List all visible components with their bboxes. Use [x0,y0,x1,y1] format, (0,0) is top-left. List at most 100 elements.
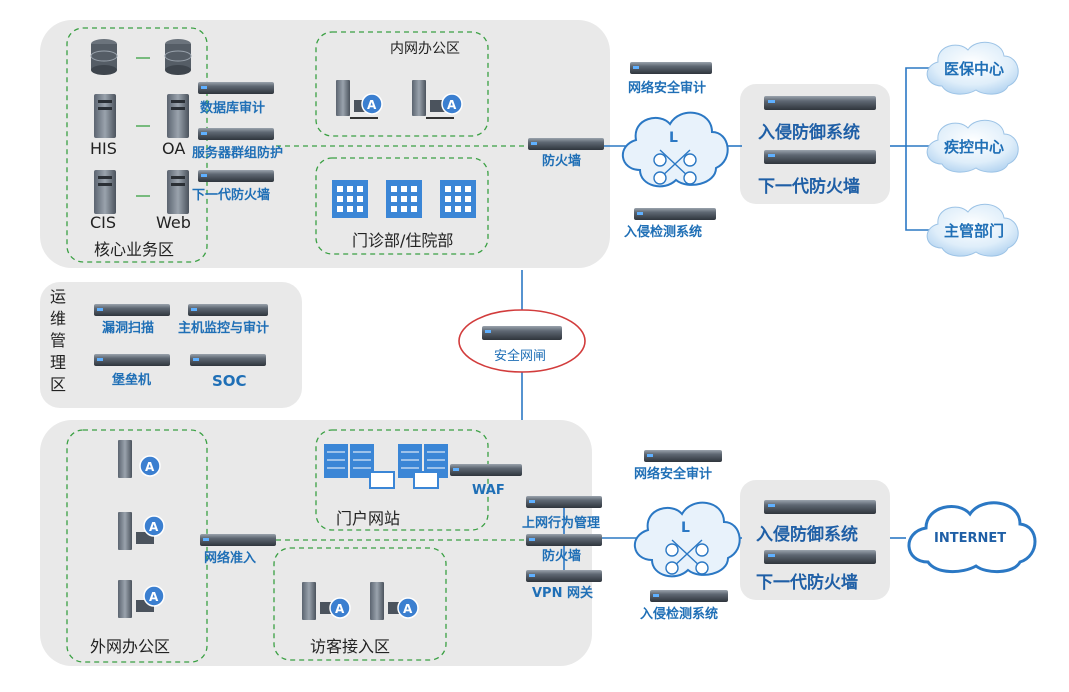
appliance-icon [528,138,604,150]
svg-text:A: A [335,602,345,616]
device-fw-internal-label: 防火墙 [542,153,581,169]
cloud-label-medical-insurance: 医保中心 [944,60,1004,78]
workstation-icon: A [302,582,351,620]
server-label-his: HIS [90,139,117,158]
appliance-icon [764,96,876,110]
device-vuln-scan-label: 漏洞扫描 [102,320,154,336]
appliance-icon [198,82,274,94]
svg-text:A: A [149,590,159,604]
appliance-icon [450,464,522,476]
ops-zone-char-1: 运 [50,287,66,306]
appliance-icon [764,500,876,514]
server-label-oa: OA [162,139,185,158]
device-ngfw-top-label: 下一代防火墙 [758,176,860,197]
web-server-icon [398,444,448,489]
device-soc-label: SOC [212,372,247,390]
appliance-icon [526,570,602,582]
device-net-audit-top-label: 网络安全审计 [628,80,706,96]
device-waf-label: WAF [472,483,505,498]
svg-text:L: L [669,130,678,146]
device-fw-external-label: 防火墙 [542,548,581,564]
cloud-label-authority: 主管部门 [944,222,1004,240]
svg-text:A: A [447,98,457,112]
appliance-icon [198,170,274,182]
building-icon [332,180,368,218]
zone-ops-bg [40,282,302,408]
appliance-icon [650,590,728,602]
appliance-icon [190,354,266,366]
cloud-icon [926,119,1019,173]
cloud-icon [926,41,1019,95]
ops-zone-char-3: 管 [50,331,66,350]
device-ngfw-bottom-label: 下一代防火墙 [756,572,858,593]
gap-highlight-circle [458,309,586,373]
cloud-label-cdc: 疾控中心 [944,138,1004,156]
workstation-icon: A [370,582,419,620]
appliance-icon [764,150,876,164]
svg-text:A: A [403,602,413,616]
device-db-audit-label: 数据库审计 [200,100,265,116]
device-ips-bottom-label: 入侵防御系统 [756,524,858,545]
device-nac-label: 网络准入 [204,550,256,566]
appliance-icon [526,496,602,508]
server-tower-icon-web [167,170,189,214]
server-tower-icon-cis [94,170,116,214]
device-host-monitor-label: 主机监控与审计 [178,320,269,336]
internet-cloud-icon [907,501,1037,573]
appliance-icon [94,354,170,366]
device-server-guard-label: 服务器群组防护 [192,145,283,161]
device-vpn-label: VPN 网关 [532,585,593,601]
server-label-cis: CIS [90,213,116,232]
intranet-office-border [315,31,489,137]
core-zone-border [66,27,208,263]
zone-label-intranet-office: 内网办公区 [390,41,460,57]
appliance-icon [200,534,276,546]
zone-label-portal: 门户网站 [336,509,400,528]
zone-bottom-bg [40,420,592,666]
building-icon [386,180,422,218]
workstation-icon: A [118,580,165,618]
ops-zone-char-4: 理 [50,353,66,372]
zone-label-external-office: 外网办公区 [90,637,170,656]
appliance-icon [644,450,722,462]
server-tower-icon-his [94,94,116,138]
device-behavior-label: 上网行为管理 [522,515,600,531]
web-server-icon [324,444,395,489]
zone-top-right-bg [740,84,890,204]
building-icon [440,180,476,218]
appliance-icon [634,208,716,220]
ops-zone-char-5: 区 [50,375,66,394]
zone-top-bg [40,20,610,268]
appliance-icon [198,128,274,140]
appliance-icon [482,326,562,340]
links [521,67,930,570]
device-gap-label: 安全网闸 [494,348,546,364]
appliance-icon [94,304,170,316]
cloud-icon [926,203,1019,257]
server-label-web: Web [156,213,191,232]
external-office-border [66,429,208,663]
device-ids-bottom-label: 入侵检测系统 [640,606,718,622]
database-icon-1 [90,39,118,75]
device-ids-top-label: 入侵检测系统 [624,224,702,240]
ops-zone-char-2: 维 [50,309,66,328]
clinic-zone-border [315,157,489,255]
router-cloud-icon: L [633,501,741,578]
zone-label-clinic: 门诊部/住院部 [352,231,453,250]
svg-text:L: L [681,520,690,536]
zone-label-core: 核心业务区 [94,240,174,259]
appliance-icon [630,62,712,74]
router-cloud-icon: L [621,111,729,188]
zone-label-guest: 访客接入区 [310,637,390,656]
svg-text:A: A [149,520,159,534]
svg-text:A: A [145,460,155,474]
server-tower-icon-oa [167,94,189,138]
appliance-icon [764,550,876,564]
svg-text:A: A [367,98,377,112]
cloud-label-internet: INTERNET [934,531,1006,546]
workstation-icon: A [336,80,383,119]
workstation-icon: A [118,512,165,550]
device-bastion-label: 堡垒机 [112,372,151,388]
